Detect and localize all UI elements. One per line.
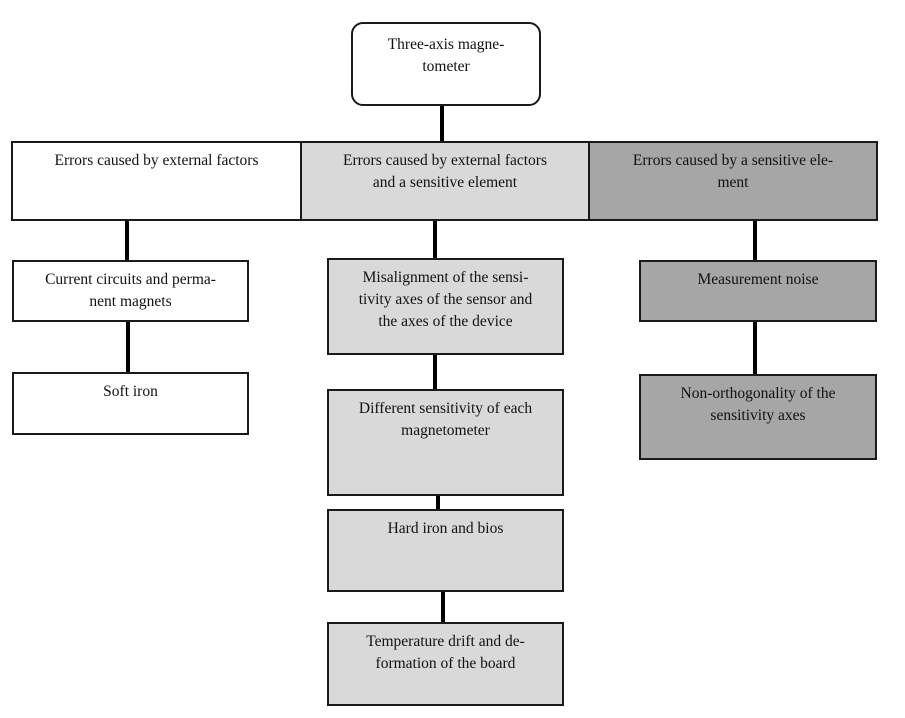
- node-line: Misalignment of the sensi-: [362, 269, 529, 286]
- category-external-and-sensitive: Errors caused by external factors and a …: [300, 141, 590, 221]
- category-line: Errors caused by external factors: [54, 152, 259, 169]
- node-line: magnetometer: [401, 422, 490, 439]
- category-line: Errors caused by a sensitive ele-: [632, 152, 834, 169]
- node-line: sensitivity axes: [710, 407, 806, 424]
- node-line: formation of the board: [375, 655, 516, 672]
- category-line: Errors caused by external factors: [343, 152, 547, 169]
- connector-external-to-current-circuits: [125, 219, 129, 262]
- node-line: Different sensitivity of each: [358, 400, 533, 417]
- connector-sensitive-to-noise: [753, 219, 757, 262]
- connector-misalignment-to-sensitivity: [433, 353, 437, 391]
- category-line: and a sensitive element: [372, 174, 518, 191]
- node-soft-iron: Soft iron: [12, 372, 249, 435]
- connector-sensitivity-to-hard-iron: [436, 494, 440, 511]
- node-line: the axes of the device: [378, 313, 513, 330]
- root-node-line: Three-axis magne-: [387, 36, 505, 53]
- node-line: Soft iron: [103, 383, 158, 400]
- category-line: ment: [717, 174, 749, 191]
- node-line: Temperature drift and de-: [366, 633, 525, 650]
- node-line: tivity axes of the sensor and: [358, 291, 533, 308]
- node-line: Non-orthogonality of the: [680, 385, 836, 402]
- category-sensitive-element: Errors caused by a sensitive ele- ment: [588, 141, 878, 221]
- root-node-line: tometer: [422, 58, 470, 75]
- node-line: Measurement noise: [697, 271, 819, 288]
- node-misalignment: Misalignment of the sensi- tivity axes o…: [327, 258, 564, 355]
- node-non-orthogonality: Non-orthogonality of the sensitivity axe…: [639, 374, 877, 460]
- connector-root-to-categories: [440, 104, 444, 142]
- category-external-factors: Errors caused by external factors: [11, 141, 302, 221]
- connector-current-circuits-to-soft-iron: [126, 320, 130, 374]
- root-node-magnetometer: Three-axis magne- tometer: [351, 22, 541, 106]
- connector-mixed-to-misalignment: [433, 219, 437, 262]
- node-hard-iron: Hard iron and bios: [327, 509, 564, 592]
- node-line: nent magnets: [89, 293, 172, 310]
- node-measurement-noise: Measurement noise: [639, 260, 877, 322]
- connector-noise-to-non-orthogonality: [753, 320, 757, 376]
- node-temperature-drift: Temperature drift and de- formation of t…: [327, 622, 564, 706]
- node-different-sensitivity: Different sensitivity of each magnetomet…: [327, 389, 564, 496]
- node-line: Current circuits and perma-: [45, 271, 216, 288]
- node-line: Hard iron and bios: [387, 520, 504, 537]
- node-current-circuits: Current circuits and perma- nent magnets: [12, 260, 249, 322]
- connector-hard-iron-to-temperature: [441, 590, 445, 624]
